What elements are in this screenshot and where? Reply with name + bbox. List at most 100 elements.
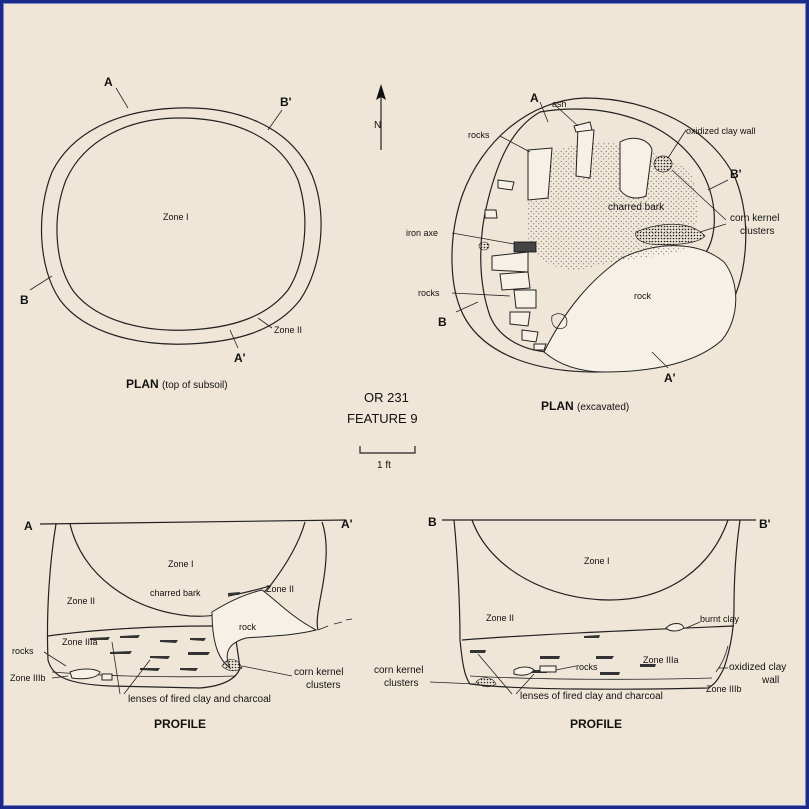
plan-exc-label-aprime: A': [664, 371, 676, 385]
profile-b-oxidized-1: oxidized clay: [729, 662, 786, 673]
profile-b-pit-outline: [453, 519, 741, 690]
profile-a-lens: [90, 637, 110, 640]
profile-b-zone3b-top: [469, 675, 713, 680]
plan-top-subsoil: A B' B A' Zone I Zone II PLAN (top of su…: [20, 75, 322, 391]
plan-exc-corn-leader-2: [699, 223, 727, 233]
plan-top-label-bprime: B': [280, 95, 292, 109]
profile-a-dash: [317, 618, 353, 631]
plan-top-label-aprime: A': [234, 351, 246, 365]
profile-a-lenses-leader-2: [123, 659, 151, 695]
profile-a-surface-line: [39, 519, 347, 525]
plan-top-inner-outline: [56, 117, 306, 331]
profile-a: A A' Zone I Zone II Zone II charred bark…: [10, 517, 353, 731]
plan-exc-corn-leader-1: [671, 169, 727, 221]
plan-exc-label-iron-axe: iron axe: [406, 228, 438, 238]
plan-exc-b-leader: [455, 301, 479, 313]
plan-exc-oxidized-leader: [667, 129, 687, 159]
profile-b-zone2: Zone II: [486, 613, 514, 623]
plan-exc-a-leader: [539, 101, 549, 123]
profile-a-zone3a: Zone IIIa: [62, 637, 98, 647]
profile-a-zone2-right: Zone II: [266, 584, 294, 594]
profile-b-corn-2: clusters: [384, 678, 418, 689]
plan-exc-rock-7: [499, 271, 531, 291]
plan-exc-rock-outline: [551, 313, 568, 330]
plan-exc-large-rock: [543, 245, 737, 373]
profile-b-zone1-basin: [471, 519, 729, 601]
profile-a-lens: [110, 651, 132, 654]
plan-exc-corn-cluster-1: [635, 223, 706, 246]
plan-exc-rock-11: [533, 343, 547, 351]
profile-a-zone2-left: Zone II: [67, 596, 95, 606]
profile-a-rock: [211, 589, 318, 670]
plan-exc-corn-cluster-3: [478, 241, 490, 251]
plan-exc-rock-10: [521, 329, 539, 343]
plan-exc-axe-leader: [451, 232, 515, 245]
profile-a-lenses-label: lenses of fired clay and charcoal: [128, 694, 271, 705]
profile-a-charred-bark: charred bark: [150, 588, 201, 598]
profile-a-corn-cluster: [221, 659, 243, 672]
profile-a-lens: [160, 640, 178, 643]
plan-top-b-leader: [29, 275, 53, 291]
plan-top-zone2-leader: [257, 317, 273, 329]
profile-a-lenses: [90, 592, 240, 671]
profile-a-lens: [120, 635, 140, 638]
plan-exc-ash-leader: [555, 105, 579, 127]
plan-top-title: PLAN (top of subsoil): [126, 377, 228, 391]
profile-b-lenses-leader-2: [515, 673, 535, 695]
plan-exc-title: PLAN (excavated): [541, 399, 629, 413]
profile-b-burnt-leader: [685, 621, 701, 629]
profile-b-title: PROFILE: [570, 717, 622, 731]
north-arrow: N: [374, 84, 386, 150]
plan-exc-rock-1: [527, 147, 553, 201]
profile-b-lenses-leader-1: [477, 653, 513, 695]
plan-exc-rock-9: [509, 311, 531, 327]
plan-exc-rock-8: [513, 289, 537, 309]
feature-id: FEATURE 9: [347, 411, 418, 426]
plan-exc-corn-cluster-2: [653, 155, 673, 173]
profile-a-bark-lens: [228, 592, 240, 595]
profile-a-corn-2: clusters: [306, 680, 340, 691]
scale-bar: 1 ft: [359, 446, 416, 471]
profile-b-zone3a: Zone IIIa: [643, 655, 679, 665]
profile-b-rocks: rocks: [576, 662, 598, 672]
profile-a-zone1: Zone I: [168, 559, 194, 569]
profile-b-lens: [640, 664, 656, 667]
profile-b-lens: [470, 650, 486, 653]
plan-exc-iron-axe: [513, 241, 537, 253]
profile-a-zone3-top: [47, 625, 213, 637]
profile-b-zone3-top: [461, 625, 735, 641]
plan-exc-rock-5: [484, 209, 498, 219]
profile-a-rock-small-2: [101, 673, 113, 681]
plan-exc-label-bprime: B': [730, 167, 742, 181]
profile-a-corn-1: corn kernel: [294, 667, 343, 678]
plan-exc-rock-ash: [573, 121, 593, 133]
plan-top-bprime-leader: [267, 109, 283, 131]
plan-exc-aprime-leader: [651, 351, 669, 369]
profile-a-rocks: rocks: [12, 646, 34, 656]
plan-exc-label-corn-1: corn kernel: [730, 213, 779, 224]
profile-b-oxidized-2: wall: [761, 675, 779, 686]
plan-exc-label-charred-bark: charred bark: [608, 202, 665, 213]
plan-top-label-a: A: [104, 75, 113, 89]
profile-a-lens: [140, 668, 160, 671]
profile-b-rock-1: [513, 666, 535, 676]
profile-b-lens: [600, 672, 620, 675]
profile-a-rock-label: rock: [239, 622, 257, 632]
profile-b: B B' Zone I Zone II burnt clay rocks Zon…: [374, 515, 786, 731]
profile-b-oxidized-wall: [715, 645, 729, 673]
plan-exc-rocks-bottom-leader: [451, 292, 511, 297]
plan-exc-label-rocks-top: rocks: [468, 130, 490, 140]
profile-a-label-a: A: [24, 519, 33, 533]
profile-b-lens: [540, 656, 560, 659]
profile-a-rock-small-1: [69, 668, 101, 680]
profile-b-burnt-clay-label: burnt clay: [700, 614, 740, 624]
profile-a-corn-leader: [241, 665, 293, 677]
plan-exc-label-oxidized: oxidized clay wall: [686, 126, 756, 136]
profile-b-corn-cluster: [475, 677, 497, 688]
plan-exc-label-ash: ash: [552, 99, 567, 109]
profile-b-lens: [596, 656, 614, 659]
profile-a-label-aprime: A': [341, 517, 353, 531]
plan-top-outer-outline: [40, 107, 322, 345]
profile-a-title: PROFILE: [154, 717, 206, 731]
